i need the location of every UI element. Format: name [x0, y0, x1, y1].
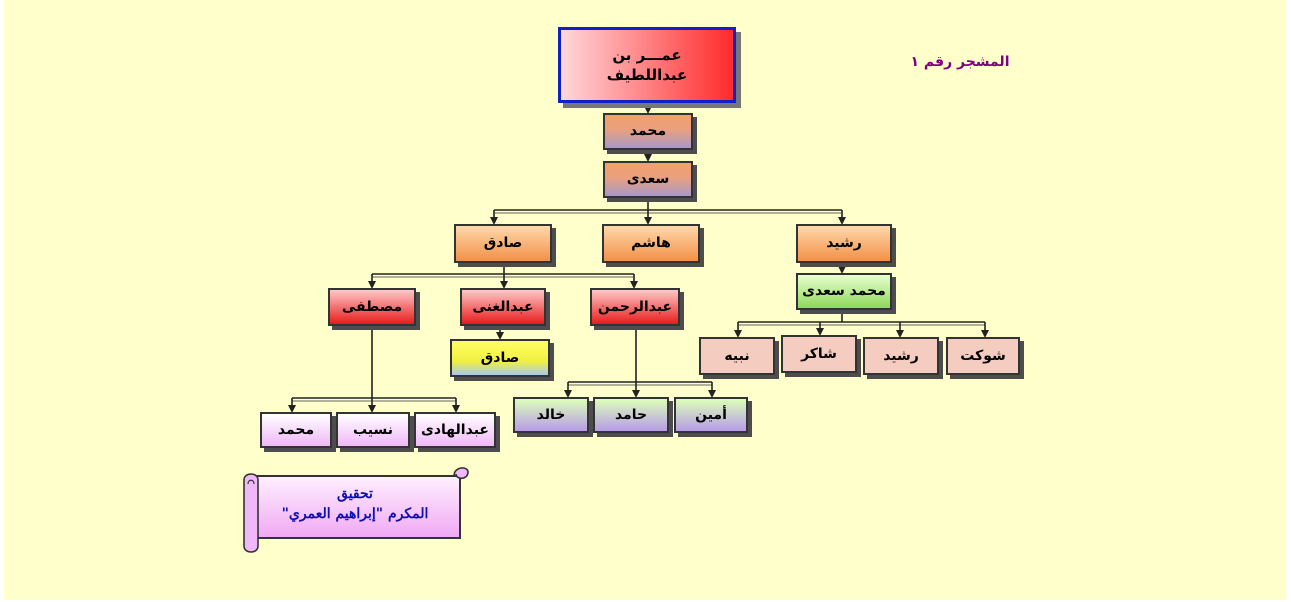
node-abdulghani: عبدالغنى	[460, 288, 546, 326]
node-saadi: سعدى	[603, 161, 693, 198]
credit-line-2: المكرم "إبراهيم العمري"	[281, 506, 429, 523]
node-nasib: نسيب	[336, 412, 410, 448]
node-muhammad-2: محمد	[260, 412, 332, 448]
node-amin: أمين	[674, 397, 748, 433]
node-hamid: حامد	[593, 397, 669, 433]
node-shawkat: شوكت	[946, 337, 1020, 375]
node-rashid: رشيد	[796, 224, 892, 263]
node-shakir: شاكر	[781, 335, 857, 373]
node-muhammad-saadi: محمد سعدى	[796, 273, 892, 310]
node-root: عمـــر بن عبداللطيف	[558, 27, 736, 103]
chart-title: المشجر رقم ١	[910, 54, 1010, 70]
node-hashim: هاشم	[602, 224, 700, 263]
node-muhammad: محمد	[603, 113, 693, 150]
node-khalid: خالد	[513, 397, 589, 433]
credit-scroll	[243, 467, 469, 553]
node-abdulrahman: عبدالرحمن	[590, 288, 680, 326]
node-nabih: نبيه	[699, 337, 775, 375]
credit-text: تحقيق المكرم "إبراهيم العمري"	[262, 484, 448, 525]
node-mustafa: مصطفى	[328, 288, 416, 326]
node-rashid-2: رشيد	[863, 337, 939, 375]
node-sadiq: صادق	[454, 224, 552, 263]
credit-line-1: تحقيق	[337, 486, 373, 502]
node-sadiq-2: صادق	[450, 339, 550, 377]
node-abdulhadi: عبدالهادى	[414, 412, 496, 448]
